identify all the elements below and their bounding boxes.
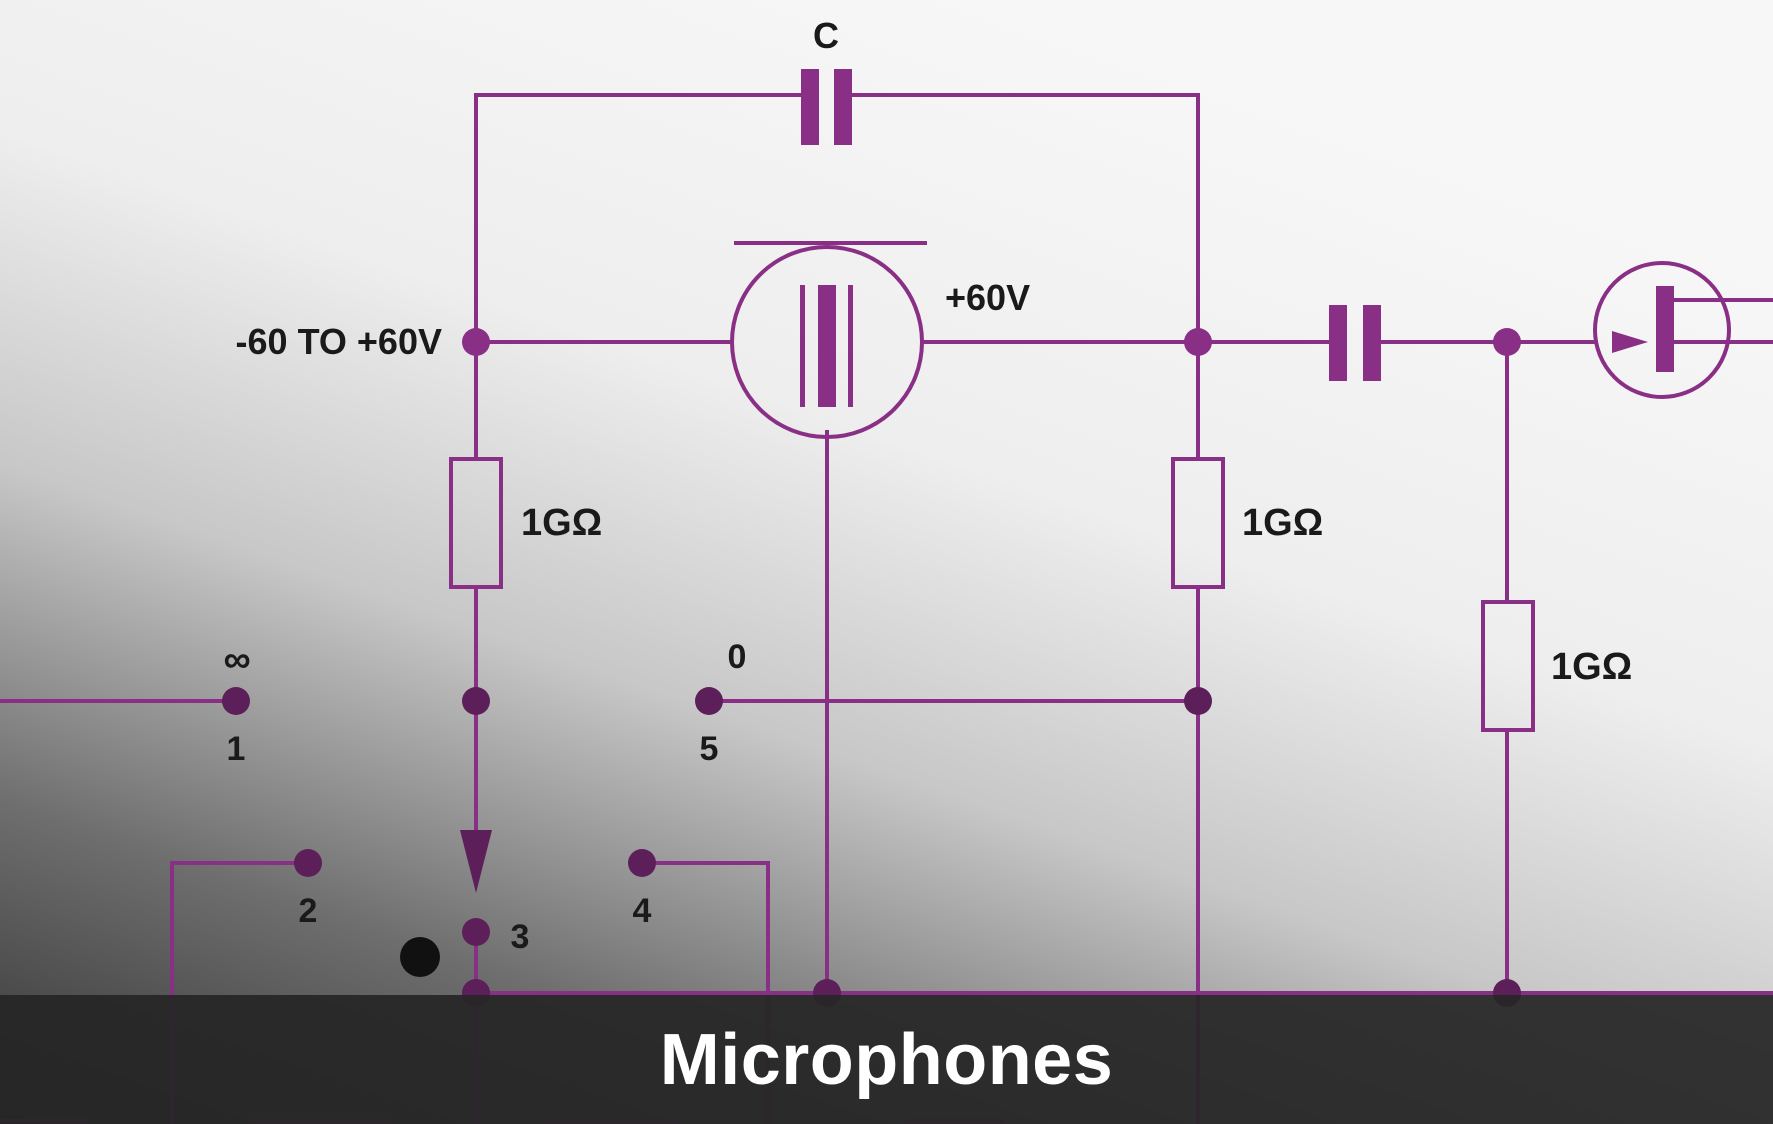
capacitor-coupling [1329,305,1381,381]
label-position-5: 5 [700,730,719,768]
caption-bar: Microphones [0,995,1773,1124]
wire-top-left [474,93,803,342]
fet-transistor [1593,261,1731,399]
switch-knob-marker [400,937,440,977]
switch-wiper-arrow [460,830,492,893]
switch-nodes [222,687,1521,1007]
resistor-left [449,457,503,589]
label-position-4: 4 [633,892,652,930]
label-bias-voltage: -60 TO +60V [236,321,442,362]
wire-top-right [850,93,1200,342]
label-position-2: 2 [299,892,318,930]
capacitor-feedback [801,69,852,145]
label-capacitor: C [813,15,839,56]
condenser-capsule [730,241,927,439]
label-position-infinity: ∞ [223,639,250,681]
label-position-0: 0 [728,638,747,676]
label-resistor-right: 1GΩ [1551,646,1632,688]
resistor-right [1481,600,1535,732]
junction-nodes [462,328,1521,356]
label-plate-voltage: +60V [945,277,1030,318]
caption-title: Microphones [659,1019,1114,1100]
label-position-3: 3 [511,918,530,956]
label-position-1: 1 [227,730,246,768]
resistor-middle [1171,457,1225,589]
label-resistor-left: 1GΩ [521,502,602,544]
label-resistor-middle: 1GΩ [1242,502,1323,544]
